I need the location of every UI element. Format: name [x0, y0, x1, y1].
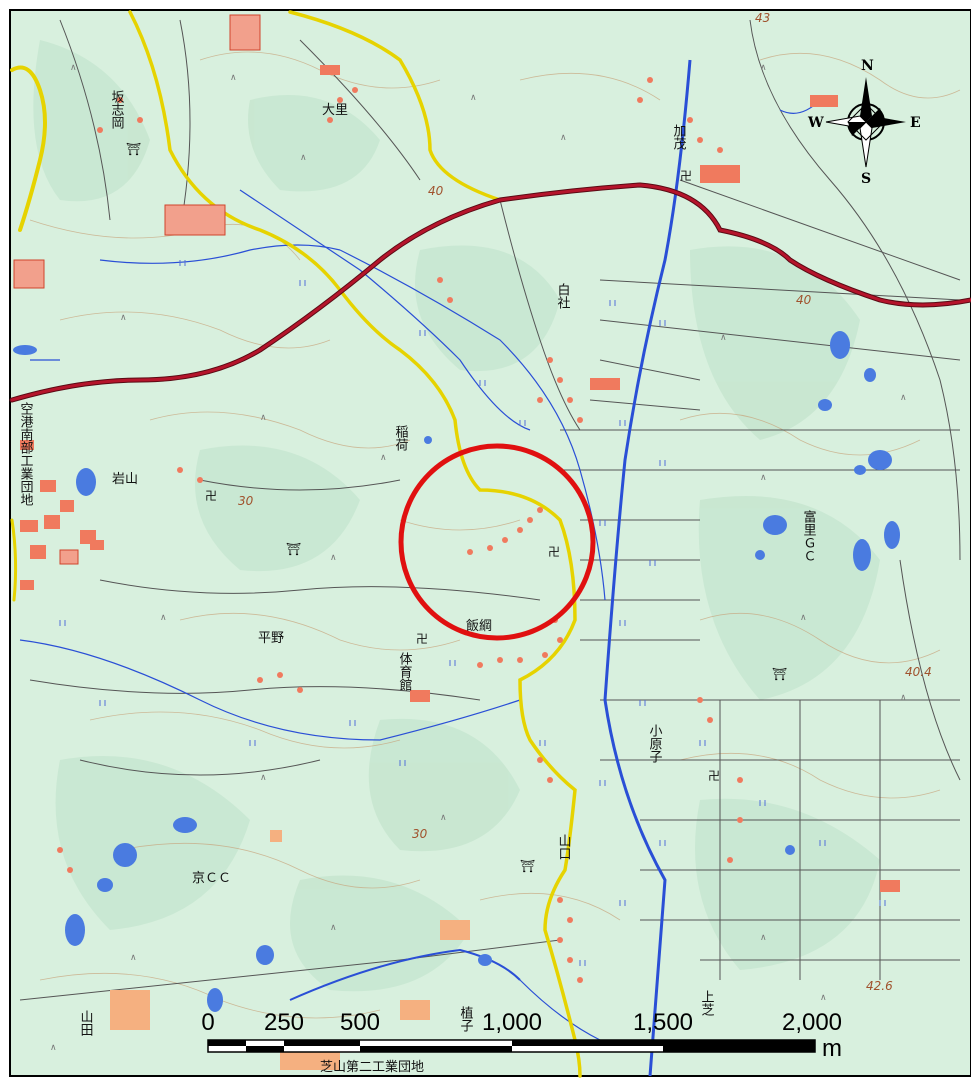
- svg-text:∧: ∧: [720, 333, 727, 343]
- spot-height-label: 30: [238, 494, 254, 508]
- place-kyo-cc: 京ＣＣ: [192, 871, 231, 886]
- spot-height-label: 42.6: [866, 979, 893, 993]
- scale-unit: m: [822, 1035, 842, 1062]
- spot-height-label: 40: [428, 184, 444, 198]
- svg-text:∧: ∧: [130, 953, 137, 963]
- svg-text:卍: 卍: [416, 632, 428, 646]
- place-kuko-industrial: 空港南部工業団地: [18, 402, 34, 506]
- ponds: [13, 331, 900, 1012]
- svg-text:∧: ∧: [800, 613, 807, 623]
- national-road: [9, 182, 971, 403]
- svg-text:∧: ∧: [900, 693, 907, 703]
- place-labels: 坂志岡 大里 加茂 白社 稲荷 岩山 空港南部工業団地 飯綱 平野 体育館 小原…: [18, 90, 817, 1036]
- svg-text:∧: ∧: [330, 923, 337, 933]
- svg-text:∧: ∧: [330, 553, 337, 563]
- place-yamaguchi: 山口: [556, 834, 571, 860]
- place-osato: 大里: [322, 103, 348, 118]
- scale-label: 1,500: [633, 1009, 693, 1036]
- paddy-field-symbols: [59, 260, 886, 966]
- spot-heights: 40 40 30 30 40.4 42.6 43: [238, 11, 932, 993]
- compass-west: W: [807, 115, 824, 131]
- land-use-symbols: ∧∧∧ ∧∧∧ ∧∧∧ ∧∧∧ ∧∧∧ ∧∧∧ ∧∧∧ ∧∧∧: [50, 63, 907, 1053]
- svg-text:∧: ∧: [760, 63, 767, 73]
- highlight-circle: [398, 443, 596, 641]
- compass-rose-icon: N S E W: [807, 58, 921, 187]
- compass-south: S: [861, 171, 871, 187]
- rivers: [19, 59, 821, 1077]
- scale-label: 2,000: [782, 1009, 842, 1036]
- place-fujisato-gc: 富里ＧＣ: [801, 509, 817, 562]
- place-sakashioka: 坂志岡: [109, 90, 125, 129]
- house-dots: [57, 77, 743, 983]
- svg-text:∧: ∧: [560, 133, 567, 143]
- spot-height-label: 30: [412, 827, 428, 841]
- svg-text:⛩: ⛩: [286, 542, 301, 556]
- scale-label: 250: [264, 1009, 304, 1036]
- scale-bar: 0 250 500 1,000 1,500 2,000 m: [201, 1009, 842, 1062]
- svg-text:∧: ∧: [230, 73, 237, 83]
- svg-text:卍: 卍: [708, 769, 720, 783]
- minor-roads: [19, 19, 961, 1001]
- svg-text:∧: ∧: [120, 313, 127, 323]
- svg-text:∧: ∧: [300, 153, 307, 163]
- scale-label: 0: [201, 1009, 214, 1036]
- svg-text:⛩: ⛩: [126, 142, 141, 156]
- compass-east: E: [910, 115, 921, 131]
- place-shiroyashiro: 白社: [555, 282, 571, 309]
- place-iwayama: 岩山: [112, 472, 138, 487]
- svg-text:∧: ∧: [760, 933, 767, 943]
- place-kato: 加茂: [671, 124, 687, 150]
- shrine-temple-symbols: ⛩⛩⛩ ⛩卍卍 卍卍卍: [126, 142, 787, 873]
- prefectural-roads: [10, 10, 582, 1078]
- svg-text:∧: ∧: [900, 393, 907, 403]
- place-inari: 稲荷: [393, 425, 409, 451]
- place-shibayama-industrial: 芝山第二工業団地: [320, 1059, 424, 1075]
- svg-text:∧: ∧: [70, 63, 77, 73]
- svg-text:卍: 卍: [548, 545, 560, 559]
- place-kobarako: 小原子: [647, 724, 663, 763]
- spot-height-label: 40.4: [905, 665, 932, 679]
- place-yamada: 山田: [78, 1010, 93, 1036]
- svg-text:卍: 卍: [205, 489, 217, 503]
- place-taiikukan: 体育館: [397, 652, 413, 691]
- place-kamisaki: 上芝: [699, 990, 715, 1017]
- spot-height-label: 43: [755, 11, 770, 25]
- svg-text:⛩: ⛩: [520, 859, 535, 873]
- svg-text:∧: ∧: [440, 813, 447, 823]
- place-kanako: 植子: [458, 1006, 474, 1032]
- svg-text:∧: ∧: [760, 473, 767, 483]
- svg-text:卍: 卍: [680, 169, 692, 183]
- svg-text:∧: ∧: [380, 453, 387, 463]
- svg-text:∧: ∧: [260, 773, 267, 783]
- svg-text:∧: ∧: [820, 993, 827, 1003]
- svg-text:⛩: ⛩: [772, 667, 787, 681]
- place-iitsuna: 飯綱: [466, 619, 492, 634]
- main-river: [603, 59, 692, 1077]
- svg-text:∧: ∧: [470, 93, 477, 103]
- scale-label: 1,000: [482, 1009, 542, 1036]
- scale-label: 500: [340, 1009, 380, 1036]
- place-hirano: 平野: [258, 631, 284, 646]
- spot-height-label: 40: [796, 293, 812, 307]
- svg-text:∧: ∧: [260, 413, 267, 423]
- svg-text:∧: ∧: [160, 613, 167, 623]
- svg-text:∧: ∧: [50, 1043, 57, 1053]
- compass-north: N: [861, 58, 874, 74]
